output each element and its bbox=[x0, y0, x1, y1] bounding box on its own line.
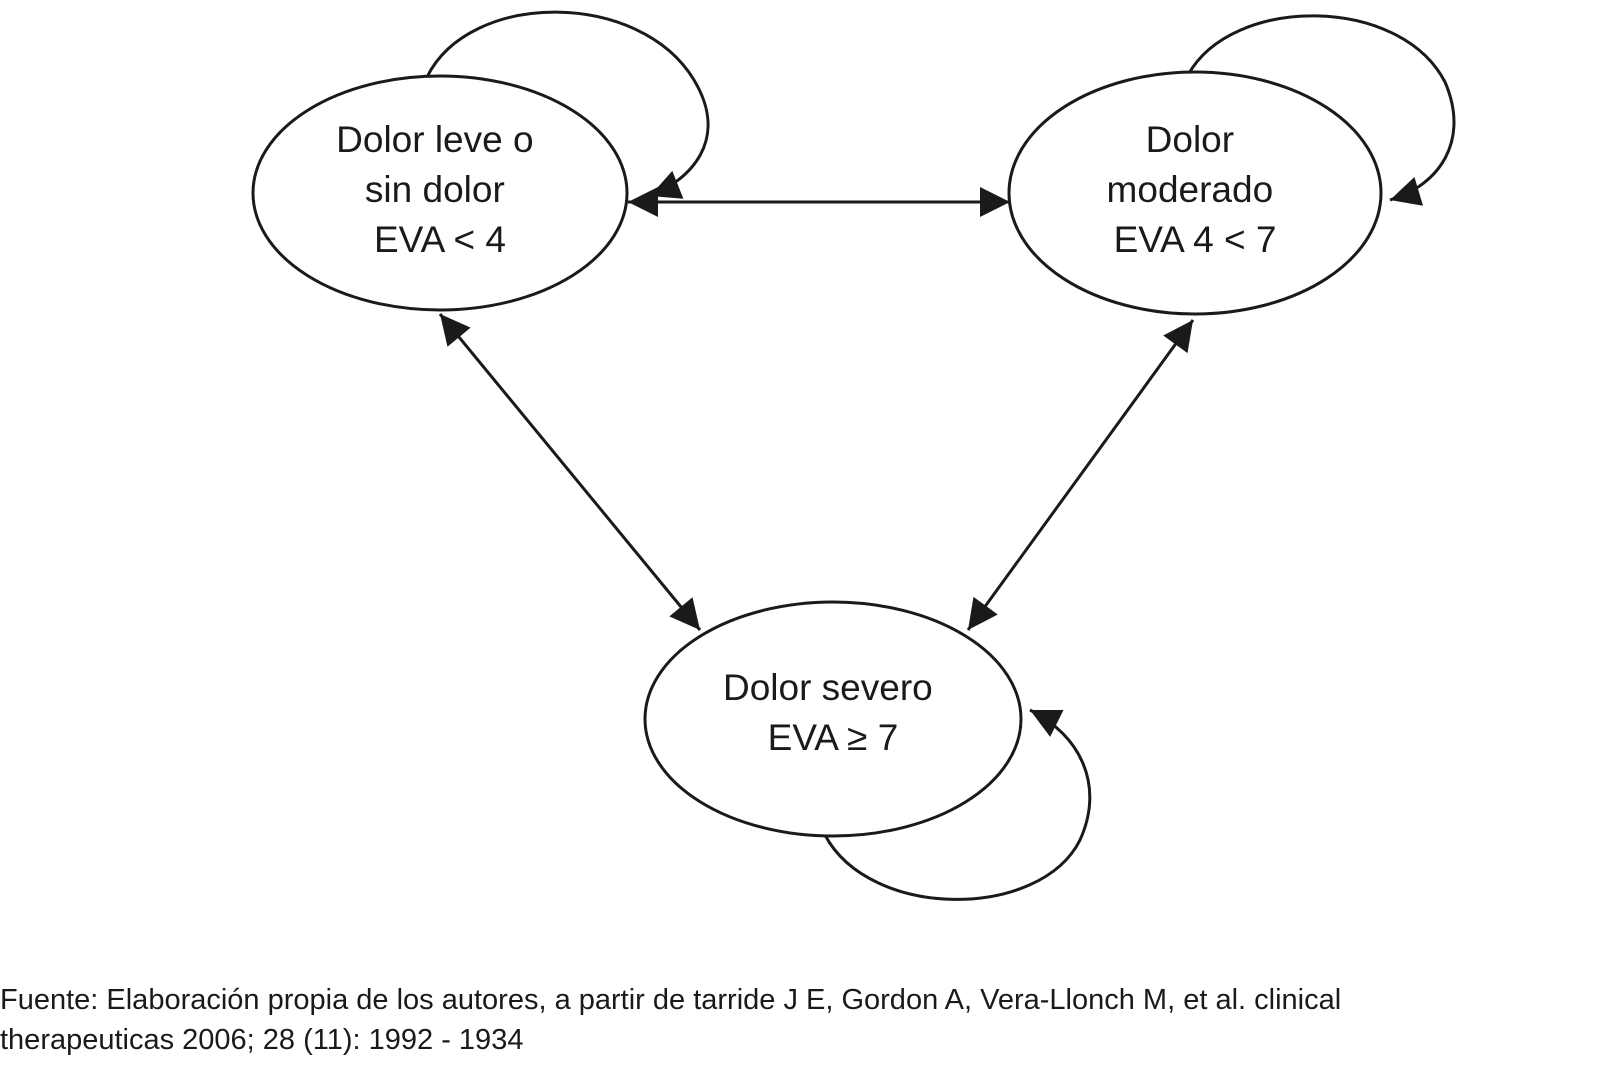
node-mild-line-1: Dolor leve o bbox=[336, 119, 533, 160]
node-moderate-pain: Dolor moderado EVA 4 < 7 bbox=[1007, 70, 1383, 316]
svg-text:Dolor leve o sin dolor: Dolor leve o sin dolor EVA < 4 bbox=[336, 119, 544, 260]
self-loop-moderate bbox=[1186, 14, 1456, 206]
node-moderate-line-2: moderado bbox=[1107, 169, 1274, 210]
self-loop-mild bbox=[425, 10, 710, 199]
svg-text:Dolor moderado EVA: Dolor moderado EVA 4 < 7 bbox=[1107, 119, 1284, 260]
edge-moderate-severe bbox=[966, 319, 1195, 631]
self-loop-severe bbox=[823, 708, 1092, 901]
node-severe-line-2: EVA ≥ 7 bbox=[768, 717, 899, 758]
source-note: Fuente: Elaboración propia de los autore… bbox=[0, 980, 1606, 1060]
node-severe-pain: Dolor severo EVA ≥ 7 bbox=[643, 600, 1023, 838]
edge-mild-severe bbox=[438, 313, 702, 631]
node-moderate-line-3: EVA 4 < 7 bbox=[1114, 219, 1277, 260]
source-note-line-2: therapeuticas 2006; 28 (11): 1992 - 1934 bbox=[0, 1024, 524, 1056]
node-mild-line-3: EVA < 4 bbox=[374, 219, 506, 260]
svg-text:Dolor severo EVA ≥ 7: Dolor severo EVA ≥ 7 bbox=[723, 667, 943, 758]
node-moderate-line-1: Dolor bbox=[1146, 119, 1234, 160]
node-mild-pain: Dolor leve o sin dolor EVA < 4 bbox=[251, 74, 629, 312]
source-note-line-1: Fuente: Elaboración propia de los autore… bbox=[0, 984, 1342, 1016]
node-mild-line-2: sin dolor bbox=[365, 169, 505, 210]
node-severe-line-1: Dolor severo bbox=[723, 667, 933, 708]
